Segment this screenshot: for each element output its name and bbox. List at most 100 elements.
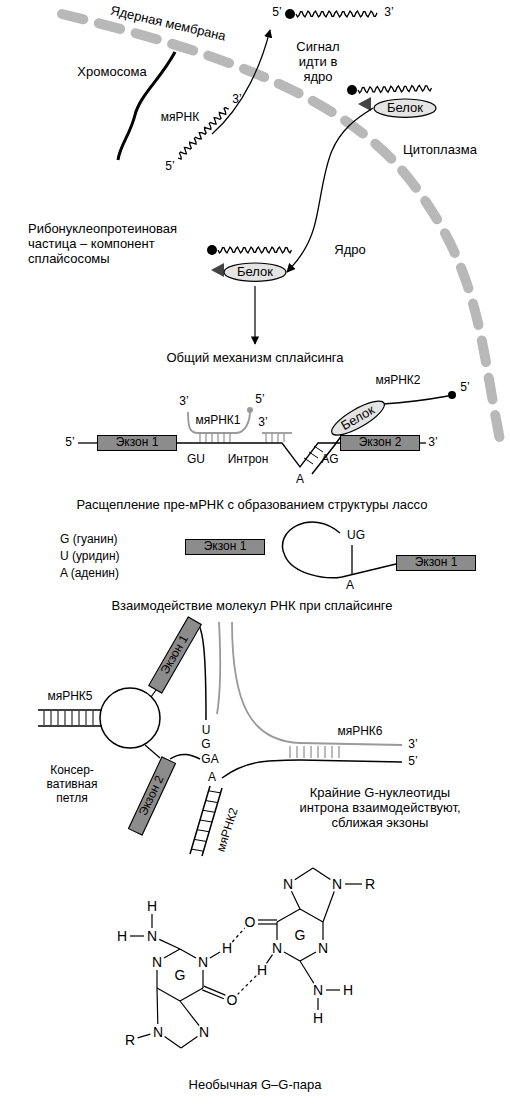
base-pair-tick <box>284 434 285 442</box>
text-label: O <box>245 914 256 930</box>
text-label: N <box>198 954 208 970</box>
chem-bond <box>284 952 300 961</box>
chem-bond <box>156 970 157 988</box>
base-pair-tick <box>79 711 80 725</box>
base-pair-tick <box>272 434 273 442</box>
base-pair-tick <box>86 711 87 725</box>
base-pair-tick <box>332 746 333 758</box>
node-text: Белок <box>237 265 273 279</box>
text-label: N <box>147 928 157 944</box>
text-label: H <box>257 962 267 978</box>
connector <box>287 108 373 272</box>
exon-box: Экзон 1 <box>396 555 476 571</box>
text-label: G <box>175 967 186 983</box>
text-label: Ядерная мембрана <box>109 3 227 44</box>
text-label: H <box>117 928 127 944</box>
chem-bond <box>130 935 144 936</box>
base-pair-tick <box>197 830 209 832</box>
protein-ellipse: Белок <box>223 262 287 282</box>
text-label: 5’ <box>460 381 469 395</box>
process-arrow <box>254 286 255 344</box>
text-label: 5’ <box>65 436 74 450</box>
text-label: 3’ <box>428 436 437 450</box>
text-label: 3’ <box>384 6 393 20</box>
text-label: 3’ <box>258 416 267 430</box>
text-label: 5’ <box>255 393 264 407</box>
chem-bond <box>258 919 277 920</box>
text-label: H <box>147 898 157 914</box>
pre-mrna-line <box>420 442 426 443</box>
text-label: мяРНК2 <box>214 806 241 853</box>
ellipse-shape <box>224 263 286 281</box>
base-pair-tick <box>191 849 203 851</box>
text-label: U (уридин) <box>60 550 120 564</box>
text-label: N <box>152 954 162 970</box>
snrna5-stem <box>38 725 102 727</box>
text-label: Расщепление пре-мРНК с образованием стру… <box>77 498 428 513</box>
chem-bond <box>180 1001 199 1026</box>
chem-bond <box>204 986 226 995</box>
text-label: Консер- вативная петля <box>40 764 104 805</box>
chem-bond <box>276 922 277 940</box>
text-label: N <box>332 876 342 892</box>
intron-strand <box>197 622 206 720</box>
text-label: N <box>318 940 328 956</box>
rna-cap-dot <box>207 245 217 255</box>
base-pair-tick <box>278 434 279 442</box>
chem-bond <box>156 988 158 1024</box>
hydrogen-bond <box>232 928 244 942</box>
base-pair-tick <box>224 434 225 442</box>
text-label: Интрон <box>228 453 269 467</box>
hydrogen-bond <box>238 976 257 995</box>
text-label: H <box>343 982 353 998</box>
base-pair-tick <box>318 746 319 758</box>
node-text: Экзон 1 <box>159 633 192 677</box>
chem-bond <box>267 955 273 964</box>
base-pair-tick <box>325 746 326 758</box>
text-label: 3’ <box>232 93 241 107</box>
exon-box: Экзон 1 <box>148 616 202 693</box>
text-label: Необычная G–G-пара <box>189 1078 322 1093</box>
node-text: Экзон 1 <box>116 436 159 449</box>
chem-bond <box>322 922 323 940</box>
text-label: N <box>272 940 282 956</box>
chem-bond <box>159 939 180 949</box>
text-label: UG <box>347 529 365 543</box>
text-label: 3’ <box>408 738 417 752</box>
base-pair-tick <box>212 434 213 442</box>
base-pair-tick <box>266 434 267 442</box>
chem-bond <box>164 949 180 958</box>
chem-bond <box>317 998 318 1010</box>
text-label: A <box>346 579 354 593</box>
chem-bond <box>313 868 330 880</box>
signal-triangle <box>211 263 224 277</box>
text-label: 5’ <box>165 160 174 174</box>
rna-cap-dot <box>448 391 456 399</box>
exon-box: Экзон 2 <box>128 756 176 835</box>
base-pair-tick <box>51 711 52 725</box>
text-label: мяРНК2 <box>375 374 420 388</box>
chem-bond <box>151 914 152 928</box>
rna-cap-dot <box>247 407 253 413</box>
node-text: Экзон 2 <box>137 774 167 818</box>
text-label: мяРНК1 <box>195 414 240 428</box>
base-pair-tick <box>206 801 218 803</box>
intron-strand <box>222 760 402 778</box>
protein-ellipse: Белок <box>373 98 437 118</box>
connector <box>177 443 340 467</box>
exon2-strand <box>170 754 200 759</box>
node-text: Белок <box>387 101 423 115</box>
exon-box: Экзон 2 <box>340 435 420 451</box>
base-pair-tick <box>304 746 305 758</box>
transport-arrow <box>212 30 270 134</box>
text-label: мяРНК <box>161 111 199 125</box>
text-label: A <box>296 473 304 487</box>
chem-bond <box>210 952 220 958</box>
text-label: A <box>208 771 216 785</box>
base-pair-tick <box>230 434 231 442</box>
text-label: Рибонуклеопротеиновая частица – компонен… <box>28 222 208 267</box>
ellipse-shape <box>374 99 436 117</box>
text-label: мяРНК5 <box>47 690 92 704</box>
signal-triangle <box>358 97 371 111</box>
